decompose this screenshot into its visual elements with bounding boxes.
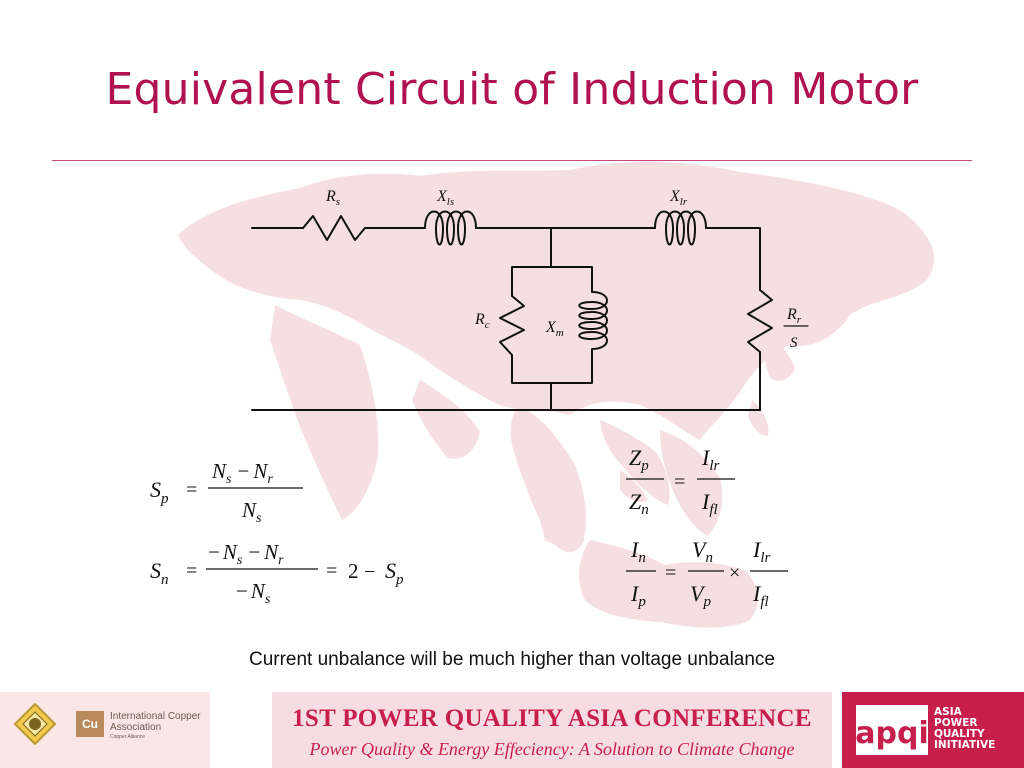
slide-title: Equivalent Circuit of Induction Motor xyxy=(105,64,919,115)
svg-text:−Ns−Nr: −Ns−Nr xyxy=(208,540,284,568)
shunt-box xyxy=(511,266,593,384)
equation-current-ratio: In Ip = Vn Vp × Ilr Ifl xyxy=(626,537,788,610)
svg-text:Ifl: Ifl xyxy=(701,489,718,518)
svg-text:=: = xyxy=(186,479,197,501)
footer-bar: Cu International Copper Association Copp… xyxy=(0,692,1024,768)
label-xm: Xm xyxy=(545,319,564,339)
wire-top-right xyxy=(705,227,761,291)
icpa-logo-text: International Copper Association Copper … xyxy=(110,711,201,740)
apqi-logo-icon: apqi xyxy=(855,716,928,751)
svg-text:=: = xyxy=(665,562,676,584)
svg-text:Vp: Vp xyxy=(690,581,711,610)
svg-text:Ilr: Ilr xyxy=(701,445,719,474)
svg-text:−Ns: −Ns xyxy=(236,579,271,607)
svg-text:Zn: Zn xyxy=(629,489,649,518)
conference-title: 1ST POWER QUALITY ASIA CONFERENCE xyxy=(292,705,812,732)
inductor-xm xyxy=(578,291,608,361)
svg-text:×: × xyxy=(729,562,740,584)
svg-text:Zp: Zp xyxy=(629,445,649,474)
apqi-logo-text: ASIA POWER QUALITY INITIATIVE xyxy=(934,706,996,751)
svg-text:Ns−Nr: Ns−Nr xyxy=(211,459,273,487)
conference-banner: 1ST POWER QUALITY ASIA CONFERENCE Power … xyxy=(272,692,832,768)
label-xls: Xls xyxy=(436,188,454,208)
svg-text:Ifl: Ifl xyxy=(752,581,769,610)
conference-subtitle: Power Quality & Energy Effeciency: A Sol… xyxy=(309,739,795,759)
svg-text:−: − xyxy=(364,561,375,583)
resistor-rr xyxy=(747,289,773,353)
inductor-xls xyxy=(424,210,477,246)
inductor-xlr xyxy=(654,210,707,246)
title-underline xyxy=(52,160,972,161)
label-rr-numerator: Rr xyxy=(786,306,802,326)
equivalent-circuit-diagram: Rs Xls Xlr Rc Xm Rr S Sp = Ns−Nr Ns Sn =… xyxy=(150,188,809,610)
svg-text:Sp: Sp xyxy=(385,558,404,588)
svg-text:In: In xyxy=(630,537,646,566)
svg-text:2: 2 xyxy=(348,559,359,583)
equation-sn: Sn = −Ns−Nr −Ns = 2 − Sp xyxy=(150,540,404,607)
svg-text:apqi: apqi xyxy=(856,716,928,751)
background-map-image xyxy=(178,161,935,628)
label-rr-denominator: S xyxy=(790,335,798,351)
svg-text:Vn: Vn xyxy=(692,537,713,566)
sponsor-logos: Cu International Copper Association Copp… xyxy=(0,692,210,768)
label-rc: Rc xyxy=(474,311,490,331)
svg-text:Sn: Sn xyxy=(150,558,169,588)
svg-text:=: = xyxy=(326,560,337,582)
svg-text:Ns: Ns xyxy=(241,498,262,526)
svg-text:Ilr: Ilr xyxy=(752,537,770,566)
svg-text:=: = xyxy=(186,560,197,582)
apqi-logo-mark: apqi xyxy=(855,705,929,755)
label-rs: Rs xyxy=(325,188,340,208)
label-xlr: Xlr xyxy=(669,188,688,208)
resistor-rc xyxy=(499,295,525,356)
svg-text:Ip: Ip xyxy=(630,581,646,610)
svg-text:=: = xyxy=(674,471,685,493)
equation-impedance-ratio: Zp Zn = Ilr Ifl xyxy=(626,445,735,518)
resistor-rs xyxy=(302,215,366,241)
ecp-logo-icon xyxy=(13,702,57,746)
svg-text:Sp: Sp xyxy=(150,477,169,507)
apqi-logo: apqi ASIA POWER QUALITY INITIATIVE xyxy=(842,692,1024,768)
footnote-text: Current unbalance will be much higher th… xyxy=(248,649,775,670)
equation-sp: Sp = Ns−Nr Ns xyxy=(150,459,303,526)
cu-logo-mark: Cu xyxy=(76,711,104,737)
